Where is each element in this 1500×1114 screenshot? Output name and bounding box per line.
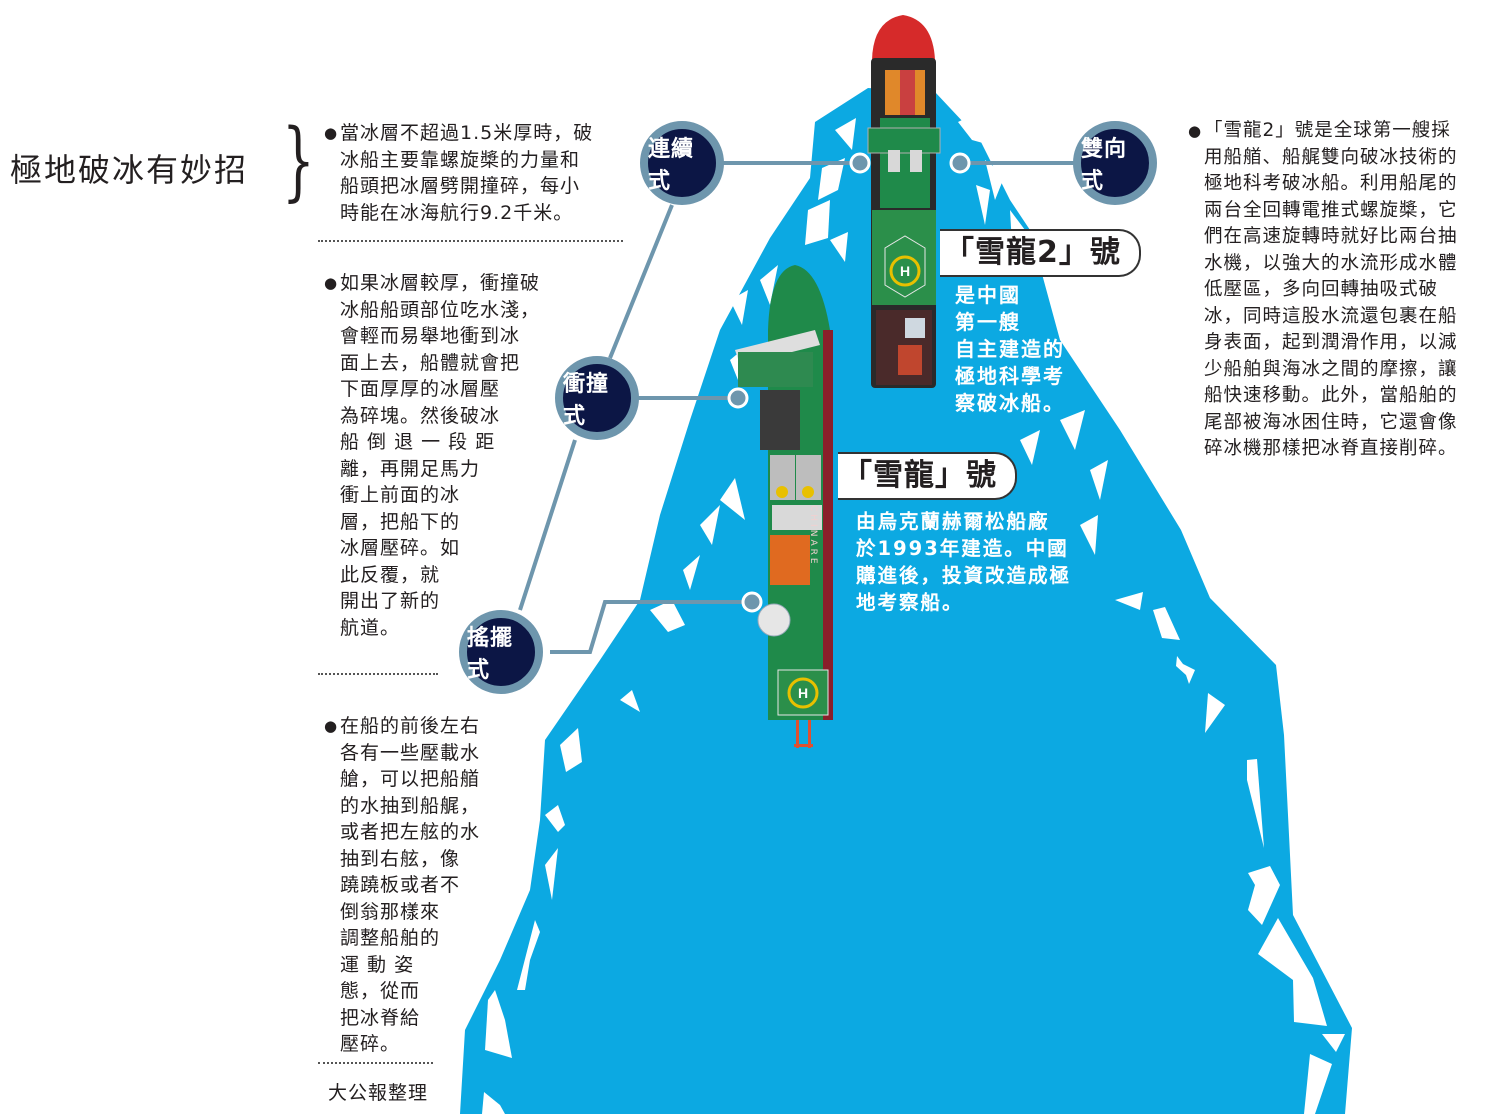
ship-xuelong2: H [867, 15, 941, 388]
divider [318, 1062, 433, 1064]
ice-fragments [482, 112, 1345, 1114]
bidirectional-description: ● 「雪龍2」號是全球第一艘採 用船艏、船艉雙向破冰技術的 極地科考破冰船。利用… [1188, 120, 1458, 459]
page-title: 極地破冰有妙招 [10, 151, 249, 189]
ramming-description: ● 如果冰層較厚，衝撞破 冰船船頭部位吃水淺， 會輕而易舉地衝到冰 面上去，船體… [324, 272, 541, 639]
method-circle-continuous: 連續式 [640, 121, 724, 205]
rocking-description: ● 在船的前後左右 各有一些壓載水 艙，可以把船艏 的水抽到船艉， 或者把左舷的… [324, 715, 481, 1055]
connector-lines [518, 161, 1080, 654]
bullet-icon: ● [324, 274, 339, 292]
continuous-description: ● 當冰層不超過1.5米厚時，破 冰船主要靠螺旋槳的力量和 船頭把冰層劈開撞碎，… [324, 122, 594, 224]
brace-icon: } [282, 111, 315, 211]
ship-name-xuelong: 「雪龍」號 [838, 452, 1017, 500]
method-circle-bidirectional: 雙向式 [1073, 121, 1157, 205]
ship-caption-xuelong2: 是中國 第一艘 自主建造的 極地科學考 察破冰船。 [955, 283, 1065, 415]
helipad-icon: H [798, 685, 808, 701]
method-circle-rocking: 搖擺式 [459, 610, 543, 694]
bullet-icon: ● [324, 717, 339, 735]
bullet-icon: ● [1188, 122, 1203, 140]
ship-caption-xuelong: 由烏克蘭赫爾松船廠 於1993年建造。中國 購進後，投資改造成極 地考察船。 [856, 510, 1072, 614]
ship-hull-text: CHINARE [808, 505, 818, 567]
ship-xuelong: H [735, 265, 833, 748]
divider [318, 240, 623, 242]
ship-name-xuelong2: 「雪龍2」號 [940, 229, 1141, 277]
ocean-shape [460, 88, 1352, 1114]
divider [318, 673, 438, 675]
bullet-icon: ● [324, 124, 339, 142]
connector-nodes [727, 152, 971, 613]
method-circle-ramming: 衝撞式 [555, 356, 639, 440]
credit: 大公報整理 [328, 1082, 429, 1104]
helipad-icon: H [900, 263, 910, 279]
